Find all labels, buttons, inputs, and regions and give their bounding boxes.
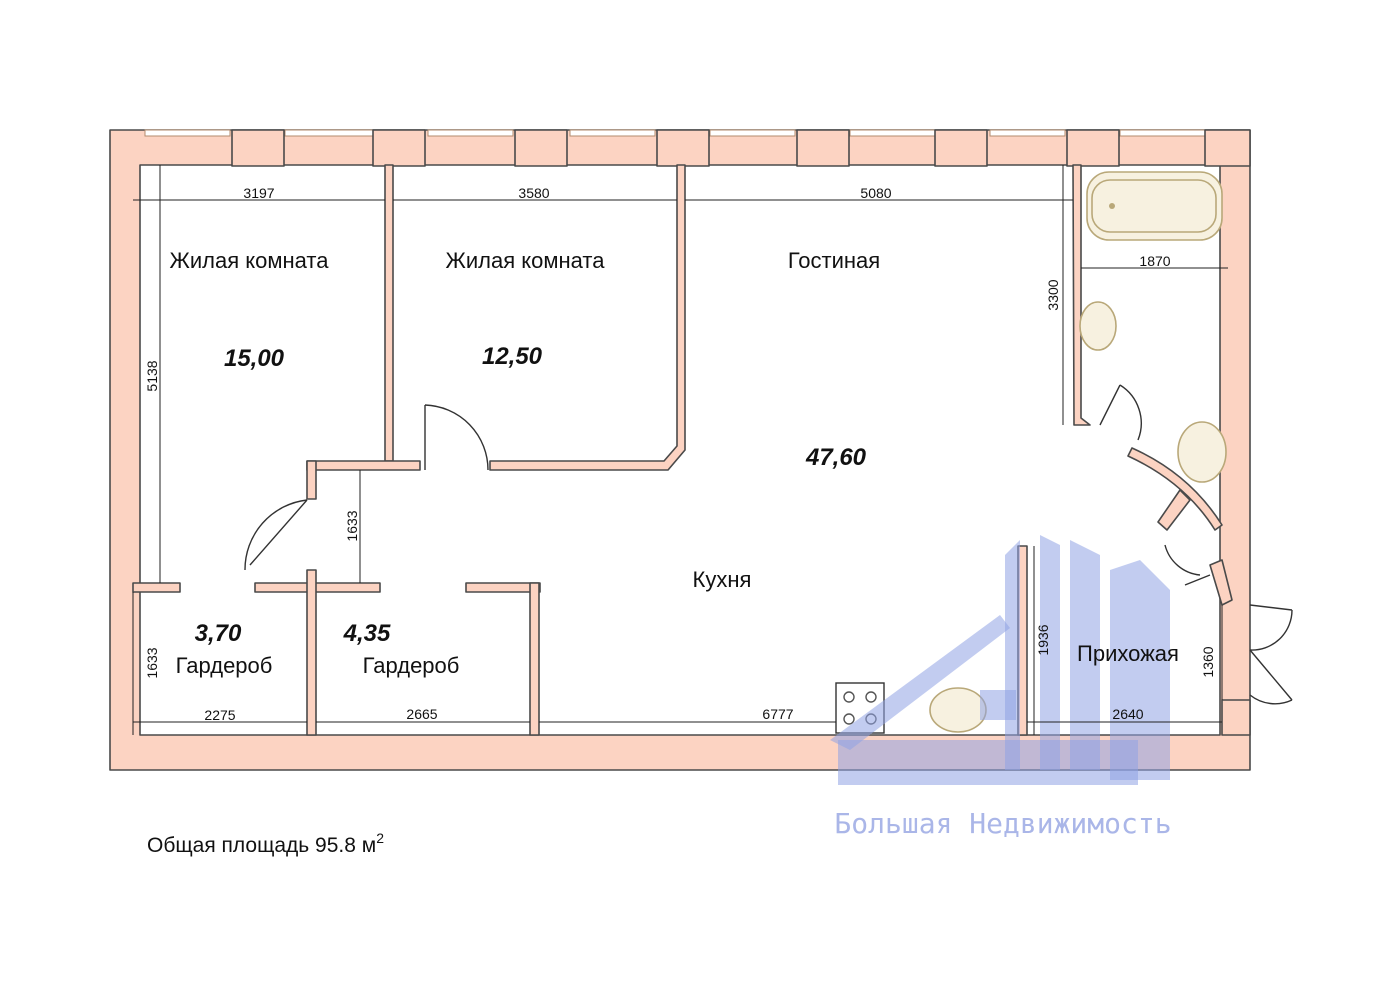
wardrobe2-label: Гардероб <box>363 653 460 678</box>
dim-hallway-depth: 1936 <box>1035 624 1051 655</box>
wardrobe1-label: Гардероб <box>176 653 273 678</box>
dim-entrance-width: 1360 <box>1200 646 1216 677</box>
dim-bedroom2-width: 3580 <box>518 185 549 201</box>
hallway-label: Прихожая <box>1077 641 1179 666</box>
wardrobe1-area: 3,70 <box>195 620 242 647</box>
dimension-lines <box>132 165 1228 735</box>
watermark-text: Большая Недвижимость <box>834 807 1171 840</box>
toilet-icon <box>1177 421 1227 483</box>
washbasin-icon <box>929 687 987 733</box>
bedroom1-area: 15,00 <box>224 345 285 372</box>
dim-living-depth: 3300 <box>1045 279 1061 310</box>
kitchen-label: Кухня <box>693 567 752 592</box>
dim-wardrobe1-width: 2275 <box>204 707 235 723</box>
bath-fixtures <box>929 171 1227 733</box>
interior-walls <box>132 164 1251 736</box>
pillars <box>231 129 1251 167</box>
watermark-logo <box>830 535 1170 785</box>
sink-icon <box>1079 301 1117 351</box>
dim-bath-width: 1870 <box>1139 253 1170 269</box>
dim-bedroom1-depth: 5138 <box>144 360 160 391</box>
dim-corridor-depth: 1633 <box>344 510 360 541</box>
bedroom2-area: 12,50 <box>482 343 543 370</box>
doors <box>244 384 1293 705</box>
total-area-sup: 2 <box>376 830 384 846</box>
dim-kitchen-width: 6777 <box>762 706 793 722</box>
dim-wardrobe1-depth: 1633 <box>144 647 160 678</box>
dim-hallway-width: 2640 <box>1112 706 1143 722</box>
dim-bedroom1-width: 3197 <box>243 185 274 201</box>
bedroom2-label: Жилая комната <box>446 248 606 273</box>
dim-wardrobe2-width: 2665 <box>406 706 437 722</box>
living-label: Гостиная <box>788 248 880 273</box>
total-area: Общая площадь 95.8 м2 <box>147 830 384 857</box>
living-area: 47,60 <box>805 444 867 471</box>
wardrobe2-area: 4,35 <box>343 620 391 647</box>
dim-living-width: 5080 <box>860 185 891 201</box>
bedroom1-label: Жилая комната <box>170 248 330 273</box>
total-area-label: Общая площадь 95.8 м <box>147 834 376 857</box>
